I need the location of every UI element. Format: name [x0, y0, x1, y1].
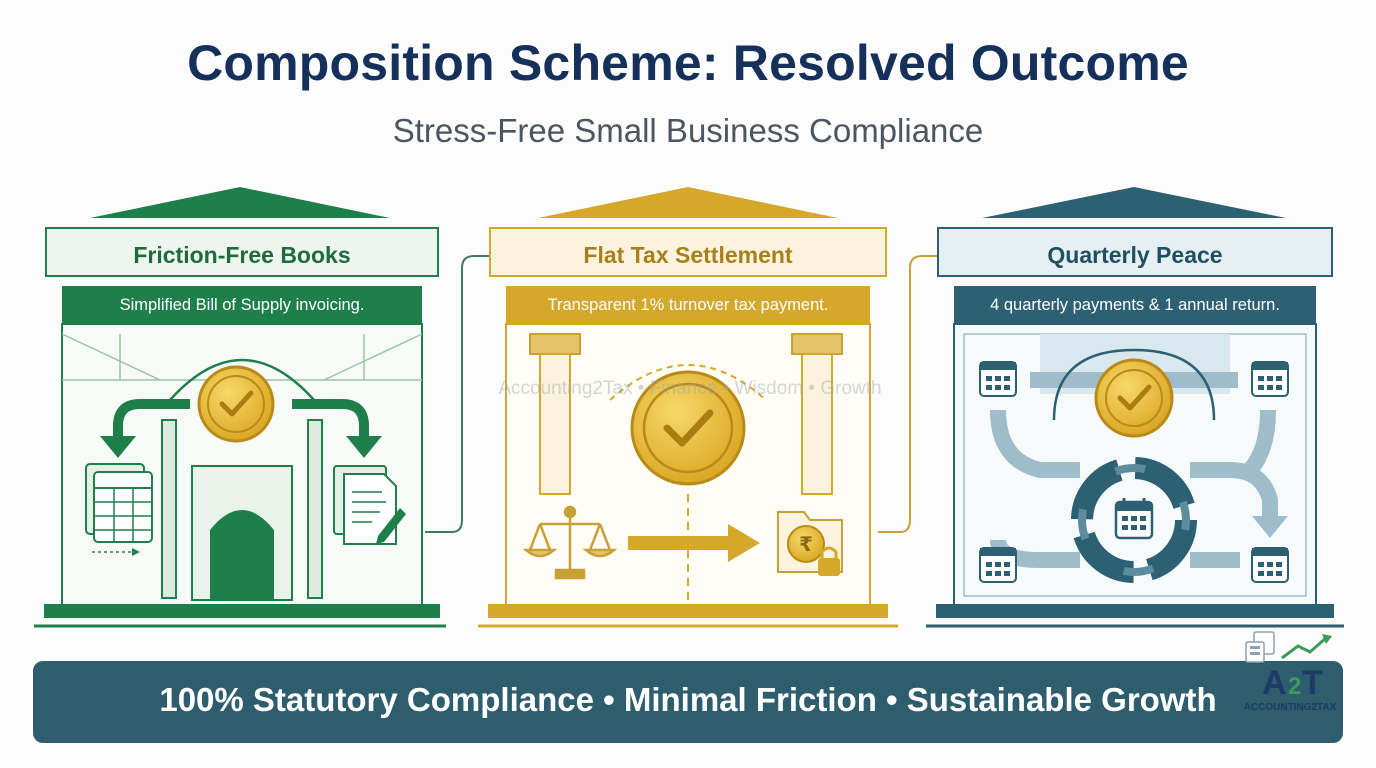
roof-pediment: [982, 187, 1286, 218]
svg-text:T: T: [1302, 664, 1323, 702]
connector-1-2: [425, 255, 490, 533]
arrow-right-icon: [292, 399, 369, 440]
calendar-icon-top-right: [1251, 361, 1289, 397]
roof-pediment: [538, 187, 838, 218]
panel-description-3: 4 quarterly payments & 1 annual return.: [990, 296, 1280, 314]
column-right: [307, 419, 323, 599]
calendar-icon-bottom-right: [1251, 547, 1289, 583]
panel-heading-1: Friction-Free Books: [133, 242, 351, 268]
logo-text: ACCOUNTING2TAX: [1243, 702, 1337, 713]
panel-description-2: Transparent 1% turnover tax payment.: [547, 296, 829, 314]
panel-description-1: Simplified Bill of Supply invoicing.: [119, 296, 365, 314]
arch-line: [169, 358, 315, 401]
panel-quarterly-peace: [926, 187, 1344, 628]
svg-text:₹: ₹: [799, 532, 813, 556]
check-coin-icon: [197, 365, 275, 443]
panel-heading-2: Flat Tax Settlement: [583, 242, 793, 268]
diagram-canvas: ₹: [34, 187, 1344, 628]
document-pen-icon: [333, 465, 406, 545]
base-step: [936, 604, 1334, 618]
arch-line: [609, 364, 767, 401]
column-left: [539, 353, 571, 495]
arch-line: [1052, 348, 1216, 421]
description-band: [954, 286, 1316, 324]
panel-flat-tax-settlement: ₹: [478, 187, 898, 628]
page-title: Composition Scheme: Resolved Outcome: [187, 35, 1189, 91]
svg-text:A: A: [1262, 664, 1287, 702]
watermark: Accounting2Tax • Finance • Wisdom • Grow…: [498, 378, 882, 399]
header-plate: [937, 227, 1333, 277]
rupee-folder-lock-icon: ₹: [777, 511, 843, 576]
connector-2-3: [878, 255, 940, 533]
description-band: [62, 286, 422, 324]
description-band: [506, 286, 870, 324]
header-plate: [45, 227, 439, 277]
summary-banner: 100% Statutory Compliance • Minimal Fric…: [33, 661, 1343, 743]
cycle-ring-icon: [1071, 457, 1197, 583]
calendar-icon-top-left: [979, 361, 1017, 397]
balance-scale-icon: [522, 505, 618, 580]
check-coin-icon: [630, 370, 746, 486]
page-subtitle: Stress-Free Small Business Compliance: [392, 112, 984, 149]
column-left: [161, 419, 177, 599]
accounting2tax-logo: A 2 T ACCOUNTING2TAX: [1232, 628, 1348, 746]
roof-pediment: [90, 187, 390, 218]
doorway: [210, 510, 274, 600]
base-step: [488, 604, 888, 618]
logo-mark-icon: A 2 T: [1245, 631, 1332, 702]
arrow-right-icon: [628, 524, 760, 562]
header-plate: [489, 227, 887, 277]
panel-friction-free-books: [34, 187, 446, 628]
check-coin-icon: [1094, 358, 1174, 438]
spreadsheet-icon: [85, 463, 153, 556]
calendar-icon-center: [1114, 498, 1154, 540]
calendar-icon-bottom-left: [979, 547, 1017, 583]
panel-heading-3: Quarterly Peace: [1047, 242, 1223, 268]
svg-text:2: 2: [1288, 673, 1301, 700]
arrow-left-icon: [113, 399, 190, 440]
base-step: [44, 604, 440, 618]
banner-text: 100% Statutory Compliance • Minimal Fric…: [159, 681, 1217, 718]
column-right: [801, 353, 833, 495]
